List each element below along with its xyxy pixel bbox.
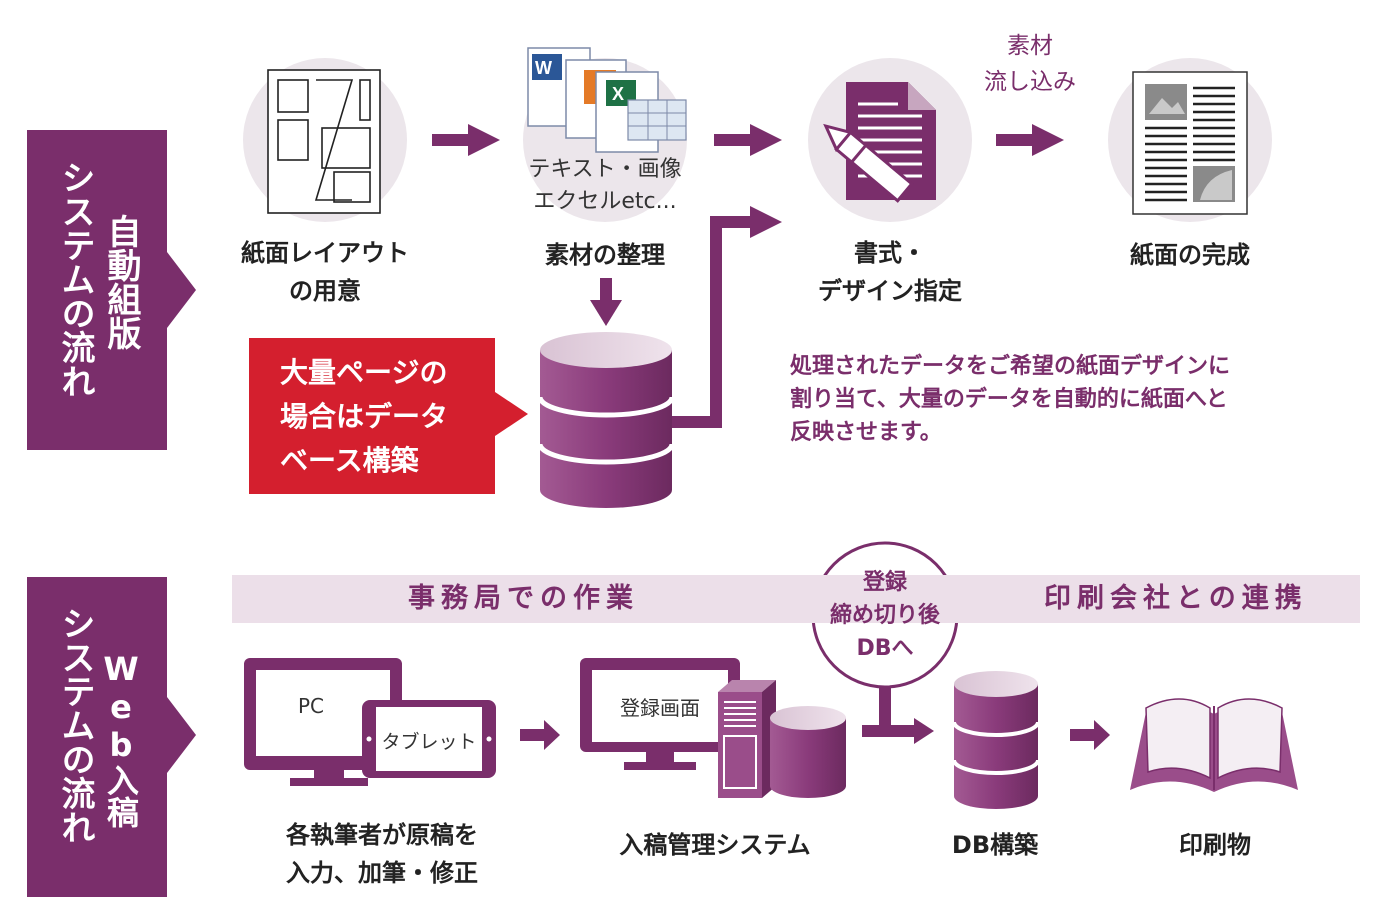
work-band: [232, 575, 1360, 623]
tablet-label: タブレット: [381, 731, 477, 753]
database-build-icon: [952, 671, 1040, 809]
step-caption-design: 書式・ デザイン指定: [818, 239, 962, 305]
web-step-caption-db: DB構築: [951, 831, 1039, 859]
section-web-label-a: システムの流れ: [55, 606, 95, 844]
step-caption-layout: 紙面レイアウト の用意: [241, 239, 409, 305]
register-screen-label: 登録画面: [620, 696, 700, 720]
newspaper-icon: [1108, 58, 1272, 222]
small-database-icon: [770, 706, 846, 798]
db-note: 大量ページの 場合はデータ ベース構築: [249, 338, 495, 494]
arrow-web-1: [520, 720, 560, 750]
document-pencil-icon: [808, 58, 972, 222]
deadline-circle-text: 登録 締め切り後 DBへ: [829, 570, 940, 661]
svg-text:X: X: [612, 84, 624, 104]
web-step-caption-system: 入稿管理システム: [619, 831, 811, 859]
arrow-web-2: [862, 725, 892, 737]
section-label-auto-box: [27, 130, 196, 450]
tablet-icon: [362, 700, 496, 778]
web-step-caption-input: 各執筆者が原稿を 入力、加筆・修正: [286, 821, 478, 887]
section-web-label-b: Web入稿: [102, 650, 140, 828]
arrow-1: [432, 124, 500, 156]
section-auto-label-a: システムの流れ: [55, 160, 95, 398]
section-auto-label-b: 自動組版: [101, 214, 141, 350]
layout-sheet-icon: [243, 58, 407, 222]
register-monitor-icon: [580, 658, 740, 770]
note-pointer: [495, 392, 528, 436]
office-documents-icon: W X: [523, 47, 687, 222]
band-right-label: 印刷会社との連携: [1044, 583, 1308, 614]
pc-label: PC: [297, 694, 325, 718]
step-caption-complete: 紙面の完成: [1130, 241, 1250, 269]
arrow-3: [996, 124, 1064, 156]
server-icon: [718, 680, 776, 798]
band-left-label: 事務局での作業: [408, 583, 639, 614]
arrow-label-flow-in: 素材 流し込み: [984, 33, 1076, 95]
step-caption-materials: 素材の整理: [545, 241, 665, 269]
step-sub-materials: テキスト・画像 エクセルetc...: [528, 157, 682, 214]
connector-db-to-design: [672, 206, 782, 428]
database-icon: [537, 332, 675, 508]
arrow-down: [590, 278, 622, 326]
arrow-2: [714, 124, 782, 156]
open-book-icon: [1130, 698, 1298, 792]
arrow-web-3: [1070, 720, 1110, 750]
description-text: 処理されたデータをご希望の紙面デザインに 割り当て、大量のデータを自動的に紙面へ…: [790, 354, 1231, 445]
svg-text:W: W: [535, 58, 552, 78]
section-label-web-box: [27, 577, 196, 897]
web-step-caption-print: 印刷物: [1179, 831, 1251, 859]
